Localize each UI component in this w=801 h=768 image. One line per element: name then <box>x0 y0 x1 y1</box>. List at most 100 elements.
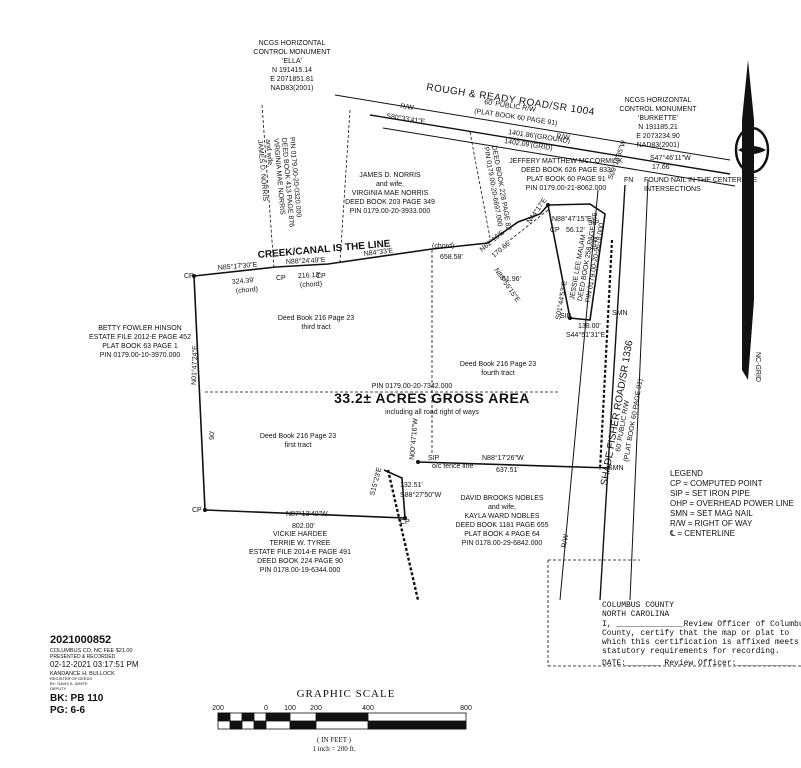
owner-line: ESTATE FILE 2014-E PAGE 491 <box>249 549 351 556</box>
owner-line: PLAT BOOK 60 PAGE 91 <box>526 176 605 183</box>
monument-ella-line: CONTROL MONUMENT <box>253 49 331 56</box>
tract-fourth: Deed Book 216 Page 23 <box>460 361 536 368</box>
tie-fn: FN <box>624 177 633 184</box>
scale-title: GRAPHIC SCALE <box>297 688 396 700</box>
owner-mccormick: JEFFERY MATTHEW MCCORMICK DEED BOOK 626 … <box>509 158 623 192</box>
review-officer-certificate: COLUMBUS COUNTY NORTH CAROLINA I, ______… <box>547 559 801 668</box>
road-top-bearing: S80°33'41"E <box>386 112 426 126</box>
recording-book: BK: PB 110 <box>50 693 104 704</box>
monument-burkette-line: N 191185.21 <box>638 124 678 131</box>
review-state: NORTH CAROLINA <box>602 610 669 619</box>
recording-page: PG: 6-6 <box>50 705 85 716</box>
owner-line: PIN 0178.00-19-6344.000 <box>260 567 341 574</box>
point-cp: CP <box>184 273 194 280</box>
scale-tick: 800 <box>460 705 472 712</box>
call: S44°51'31"E <box>566 331 606 339</box>
point-smn: SMN <box>608 465 624 472</box>
call: N87°13'40"W <box>286 510 328 518</box>
scale-bar <box>217 712 467 730</box>
point-smn: SMN <box>612 310 628 317</box>
road-top-rw-left: R/W <box>400 103 415 112</box>
call: N88°17'26"W <box>482 454 524 462</box>
call: S88°27'50"W <box>400 491 442 499</box>
tract-third: third tract <box>301 324 330 331</box>
owner-line: and wife, <box>264 139 273 168</box>
call: N85°17'30"E <box>217 261 258 272</box>
scale-tick: 0 <box>264 705 268 712</box>
monument-burkette-line: 'BURKETTE' <box>638 115 678 122</box>
tract-third: Deed Book 216 Page 23 <box>278 315 354 322</box>
point-markers <box>192 203 572 520</box>
graphic-scale: GRAPHIC SCALE 200 0 100 200 400 800 ( IN… <box>212 688 472 753</box>
point-cp: CP <box>276 275 286 282</box>
monument-ella-line: NCGS HORIZONTAL <box>259 40 326 47</box>
owner-line: ESTATE FILE 2012-E PAGE 452 <box>89 334 191 341</box>
point-sip: SIP <box>588 220 600 227</box>
owner-norris: JAMES D. NORRIS and wife, VIRGINIA MAE N… <box>345 172 435 215</box>
legend-item: OHP = OVERHEAD POWER LINE <box>670 499 794 508</box>
review-line: County, certify that the map or plat to <box>602 629 789 638</box>
owner-line: DEED BOOK 626 PAGE 833 <box>521 167 611 174</box>
tract-first: Deed Book 216 Page 23 <box>260 433 336 440</box>
parcel-boundary <box>193 203 611 519</box>
owner-line: PIN 0179.00-10-3970.000 <box>100 352 181 359</box>
call: N01°47'24"E <box>190 345 199 385</box>
call: 56.12' <box>566 227 585 234</box>
legend-item: SMN = SET MAG NAIL <box>670 509 753 518</box>
monument-burkette-line: E 2073234.90 <box>636 133 680 140</box>
monument-ella-line: N 191415.14 <box>272 67 312 74</box>
rough-ready-road <box>334 94 736 187</box>
call: N44°17'E <box>525 196 549 225</box>
call: (chord) <box>236 286 259 295</box>
legend-title: LEGEND <box>670 469 703 478</box>
recording-by: BY: DAVIS A. WHITE <box>50 681 88 686</box>
recording-register: KANDANCE H. BULLOCK <box>50 671 115 677</box>
scale-ratio: 1 inch = 200 ft. <box>312 745 355 753</box>
legend-item: SIP = SET IRON PIPE <box>670 489 750 498</box>
recording-datetime: 02-12-2021 03:17:51 PM <box>50 660 139 669</box>
call: N00°47'16"W <box>408 418 420 461</box>
found-nail: INTERSECTIONS <box>644 186 701 193</box>
monument-burkette-line: NCGS HORIZONTAL <box>625 97 692 104</box>
point-sip: SIP <box>428 455 440 462</box>
road-top-rw-right: R/W <box>556 133 571 142</box>
monument-ella-line: E 2071851.81 <box>270 76 314 83</box>
call: (chord) <box>300 281 323 289</box>
owner-line: PLAT BOOK 4 PAGE 64 <box>464 531 540 538</box>
legend-item: ℄ = CENTERLINE <box>669 529 735 538</box>
point-cp: CP <box>316 273 326 280</box>
monument-burkette: NCGS HORIZONTAL CONTROL MONUMENT 'BURKET… <box>619 97 697 149</box>
owner-line: VICKIE HARDEE <box>273 531 327 538</box>
owner-line: DEED BOOK 224 PAGE 90 <box>257 558 343 565</box>
tract-first: first tract <box>285 442 312 449</box>
owner-line: VIRGINIA MAE NORRIS <box>352 190 429 197</box>
monument-ella: NCGS HORIZONTAL CONTROL MONUMENT 'ELLA' … <box>253 40 331 92</box>
tie-bearing: S47°46'11"W <box>650 154 691 162</box>
tie-dist: 17.66' <box>652 164 671 171</box>
call: 802.00' <box>292 523 315 530</box>
owner-line: and wife, <box>376 181 404 188</box>
owner-line: DAVID BROOKS NOBLES <box>460 495 543 502</box>
parcel-note: including all road right of ways <box>385 409 479 416</box>
recording-fee: COLUMBUS CO, NC FEE $21.00 <box>50 648 133 654</box>
call: N88°24'49"E <box>286 256 326 266</box>
review-line: which this certification is affixed meet… <box>602 638 801 647</box>
recording-stamp: 2021000852 COLUMBUS CO, NC FEE $21.00 PR… <box>50 634 139 716</box>
call: 61.96' <box>502 276 521 283</box>
monument-ella-line: 'ELLA' <box>282 58 302 65</box>
tract-fourth: fourth tract <box>481 370 515 377</box>
owner-line: PIN 0179.00-20-3933.000 <box>350 208 431 215</box>
call: 138.00' <box>578 323 601 330</box>
call: 658.58' <box>440 254 463 261</box>
found-nail: FOUND NAIL IN THE CENTERLINE <box>644 177 758 184</box>
power-line <box>386 469 420 601</box>
call: 324.39' <box>232 277 255 286</box>
owner-norris-rotated: JAMES D. NORRIS and wife, VIRGINIA MAE N… <box>256 137 302 228</box>
owner-hardee: VICKIE HARDEE TERRIE W. TYREE ESTATE FIL… <box>249 531 351 574</box>
call: N88°55'15"E <box>492 267 522 304</box>
legend: LEGEND CP = COMPUTED POINT SIP = SET IRO… <box>669 469 794 538</box>
owner-line: PIN 0178.00-29-6842.000 <box>462 540 543 547</box>
north-label: NC-GRID <box>754 352 761 382</box>
parcel-area: 33.2± ACRES GROSS AREA <box>334 390 530 406</box>
